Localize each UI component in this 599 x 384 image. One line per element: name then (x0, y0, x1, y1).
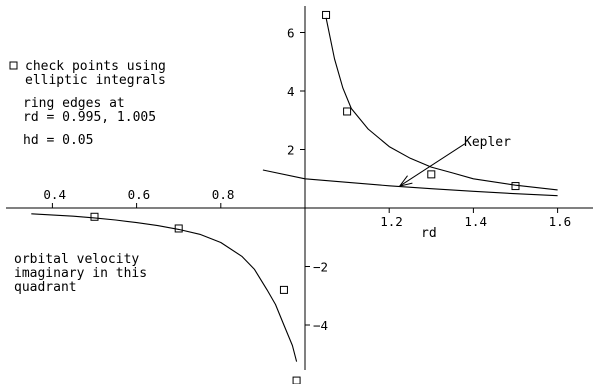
series-ring-curve-right (325, 17, 558, 191)
ring-edges-line2: rd = 0.995, 1.005 (23, 110, 156, 125)
x-tick-label: 0.6 (128, 187, 151, 202)
orbital-note-line1: orbital velocity (14, 252, 139, 267)
legend-marker-icon (9, 61, 18, 70)
check-point (292, 376, 301, 384)
tick-marks (51, 32, 559, 326)
x-tick-label: 0.4 (43, 187, 66, 202)
check-point (511, 182, 520, 191)
curves (31, 17, 558, 362)
hd-annotation: hd = 0.05 (23, 133, 93, 148)
check-point (174, 224, 183, 233)
check-point (427, 170, 436, 179)
kepler-arrow (398, 143, 466, 187)
check-point (343, 107, 352, 116)
check-point (279, 285, 288, 294)
series-ring-curve-left (31, 213, 298, 362)
y-tick-label: −4 (313, 318, 328, 333)
kepler-label: Kepler (464, 135, 511, 150)
y-tick-label: 2 (287, 143, 295, 158)
orbital-note-line3: quadrant (14, 280, 77, 295)
check-point (322, 10, 331, 19)
kepler-arrow-head (398, 175, 413, 187)
ring-edges-line1: ring edges at (23, 96, 125, 111)
tick-labels: 0.4 0.6 0.8 1.2 1.4 1.6 −4 −2 2 4 6 (43, 26, 571, 334)
x-tick-label: 0.8 (212, 187, 235, 202)
series-kepler (262, 169, 558, 197)
y-tick-label: 4 (287, 84, 295, 99)
check-point (90, 212, 99, 221)
y-tick-label: −2 (313, 260, 328, 275)
x-tick-label: 1.6 (549, 214, 572, 229)
orbital-note-line2: imaginary in this (14, 266, 147, 281)
x-tick-label: 1.2 (380, 214, 403, 229)
legend-text-line2: elliptic integrals (25, 73, 166, 88)
axes (6, 6, 593, 370)
x-axis-label: rd (421, 226, 437, 241)
x-tick-label: 1.4 (464, 214, 487, 229)
check-point-markers (90, 10, 520, 384)
kepler-arrow-shaft (399, 143, 466, 187)
y-tick-label: 6 (287, 26, 295, 41)
legend-text-line1: check points using (25, 59, 166, 74)
